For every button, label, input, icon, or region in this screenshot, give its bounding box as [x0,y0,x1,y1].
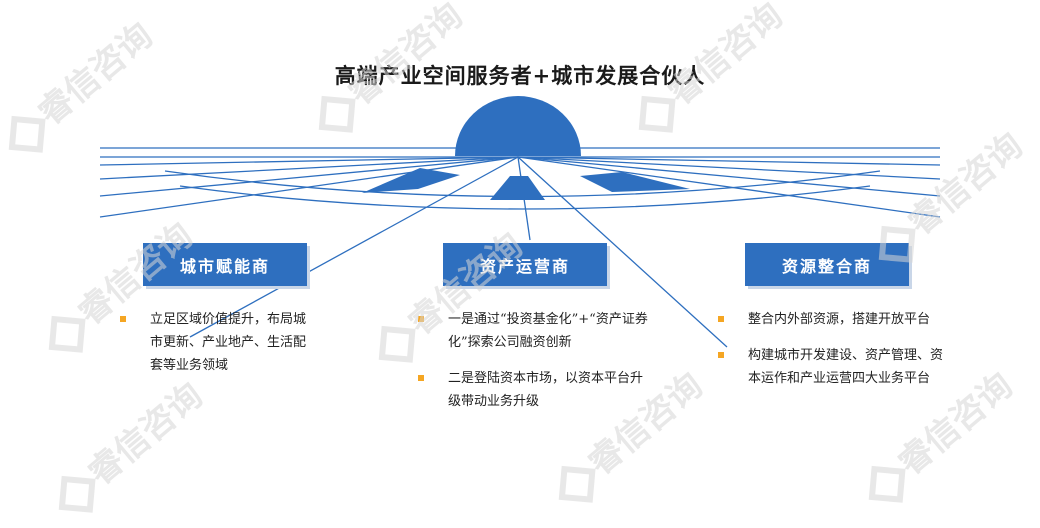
bullet-icon [418,375,424,381]
list-item: 立足区域价值提升，布局城市更新、产业地产、生活配套等业务领域 [120,308,310,377]
list-item-text: 构建城市开发建设、资产管理、资本运作和产业运营四大业务平台 [748,348,944,386]
list-item-text: 整合内外部资源，搭建开放平台 [748,312,931,327]
list-item: 一是通过“投资基金化”+“资产证券化”探索公司融资创新 [418,308,648,354]
column-city-enabler: 立足区域价值提升，布局城市更新、产业地产、生活配套等业务领域 [120,308,310,390]
list-item-text: 立足区域价值提升，布局城市更新、产业地产、生活配套等业务领域 [150,312,307,373]
bullet-icon [718,352,724,358]
bullet-icon [120,316,126,322]
header-resource-integrator: 资源整合商 [745,243,909,286]
list-item-text: 一是通过“投资基金化”+“资产证券化”探索公司融资创新 [448,312,648,350]
arrow-left [362,168,460,193]
arrow-right [580,172,690,192]
list-item: 二是登陆资本市场，以资本平台升级带动业务升级 [418,367,648,413]
list-item-text: 二是登陆资本市场，以资本平台升级带动业务升级 [448,371,644,409]
sun-rays-graphic [99,96,941,348]
bullet-icon [718,316,724,322]
arrow-center [490,176,545,200]
column-resource-integrator: 整合内外部资源，搭建开放平台 构建城市开发建设、资产管理、资本运作和产业运营四大… [718,308,948,403]
header-asset-operator: 资产运营商 [443,243,607,286]
list-item: 整合内外部资源，搭建开放平台 [718,308,948,331]
header-city-enabler: 城市赋能商 [143,243,307,286]
diagram-title: 高端产业空间服务者+城市发展合伙人 [334,63,706,88]
list-item: 构建城市开发建设、资产管理、资本运作和产业运营四大业务平台 [718,344,948,390]
column-asset-operator: 一是通过“投资基金化”+“资产证券化”探索公司融资创新 二是登陆资本市场，以资本… [418,308,648,426]
bullet-icon [418,316,424,322]
half-sun [455,96,581,156]
